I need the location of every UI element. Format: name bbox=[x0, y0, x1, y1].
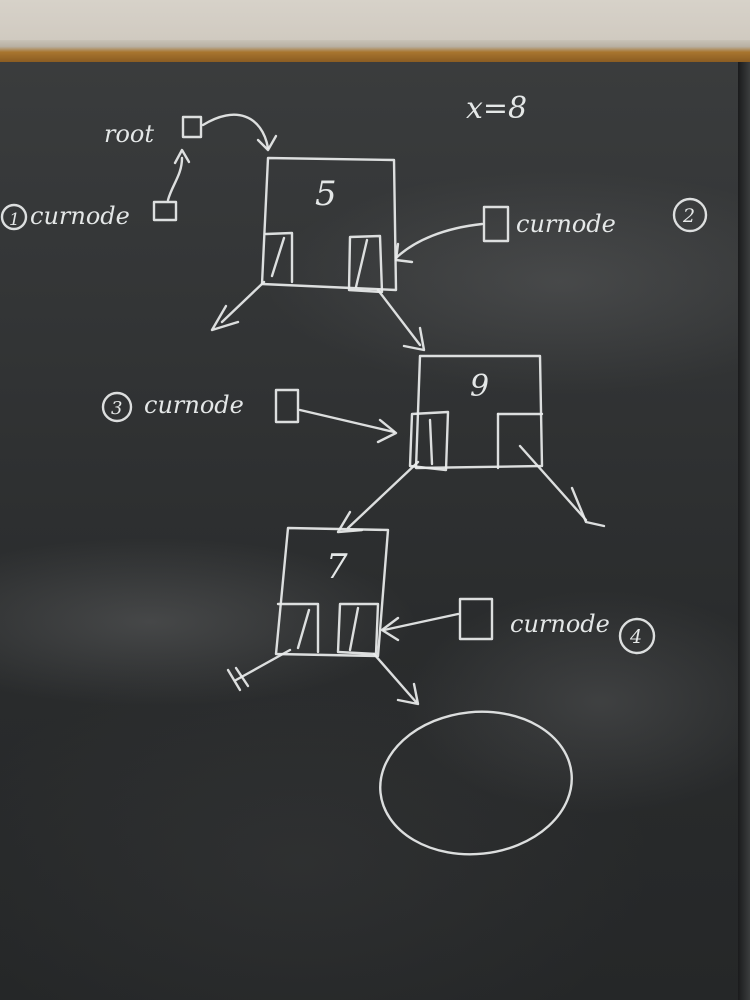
x-equals-label: x=8 bbox=[466, 91, 527, 126]
node-5-right-arrowhead bbox=[402, 326, 426, 352]
curnode-4-circle bbox=[618, 617, 656, 655]
node-9-left-mark bbox=[428, 418, 434, 466]
curnode-3-arrowhead bbox=[376, 418, 398, 444]
curnode-1-arrowhead bbox=[173, 148, 191, 165]
node-5-left-pointer bbox=[220, 280, 266, 324]
root-arrow bbox=[201, 113, 270, 150]
node-5-left-slash bbox=[270, 236, 286, 278]
root-label: root bbox=[104, 120, 154, 148]
node-9-left-cell bbox=[408, 410, 450, 472]
curnode-2-box bbox=[482, 205, 510, 243]
node-5-right-cell bbox=[347, 234, 384, 294]
curnode-1-box bbox=[152, 200, 178, 222]
curnode-3-circle bbox=[101, 391, 133, 423]
curnode-4-box bbox=[458, 597, 494, 641]
node-7-left-slash bbox=[296, 608, 311, 650]
curnode-3-arrow bbox=[298, 408, 396, 434]
curnode-4-number: 4 bbox=[629, 626, 642, 648]
node-5-left-cell bbox=[264, 231, 294, 284]
node-7-right-slash bbox=[348, 606, 360, 652]
node-7-right-arrowhead bbox=[396, 682, 420, 706]
node-9-left-pointer bbox=[346, 460, 420, 530]
chalkboard bbox=[0, 62, 738, 1000]
node-9-box bbox=[414, 354, 544, 470]
curnode-1-circle bbox=[0, 203, 28, 231]
curnode-2-label: curnode bbox=[516, 210, 616, 238]
curnode-3-number: 3 bbox=[111, 398, 122, 419]
node-9-value: 9 bbox=[470, 369, 489, 404]
node-7-right-cell bbox=[336, 602, 380, 656]
curnode-2-number: 2 bbox=[682, 205, 695, 227]
curnode-1-arrow bbox=[166, 156, 184, 202]
node-7-left-pointer bbox=[234, 648, 292, 682]
node-9-right-pointer bbox=[518, 444, 588, 522]
node-5-left-arrowhead bbox=[210, 304, 240, 332]
curnode-3-label: curnode bbox=[144, 391, 244, 419]
chalkboard-edge bbox=[738, 62, 750, 1000]
node-5-right-pointer bbox=[376, 288, 422, 347]
curnode-3-box bbox=[274, 388, 300, 424]
node-7-box bbox=[274, 526, 390, 658]
node-7-null-mark bbox=[226, 666, 250, 692]
node-5-box bbox=[260, 156, 398, 292]
root-arrowhead bbox=[256, 134, 278, 152]
new-node-circle bbox=[379, 710, 573, 856]
curnode-2-circle bbox=[672, 197, 708, 233]
curnode-1-label: curnode bbox=[30, 202, 130, 230]
curnode-2-arrow bbox=[394, 222, 484, 260]
node-5-right-slash bbox=[354, 238, 369, 289]
node-5-value: 5 bbox=[315, 174, 337, 214]
node-9-right-arrowhead bbox=[570, 486, 606, 528]
node-7-left-cell bbox=[276, 602, 320, 654]
curnode-2-arrowhead bbox=[394, 242, 414, 264]
curnode-1-number: 1 bbox=[9, 210, 20, 230]
curnode-4-label: curnode bbox=[510, 610, 610, 638]
curnode-4-arrow bbox=[382, 612, 460, 632]
root-pointer-box bbox=[181, 115, 203, 139]
curnode-4-arrowhead bbox=[380, 616, 400, 642]
node-7-value: 7 bbox=[326, 547, 348, 587]
wall bbox=[0, 0, 750, 46]
node-7-right-pointer bbox=[372, 652, 418, 704]
